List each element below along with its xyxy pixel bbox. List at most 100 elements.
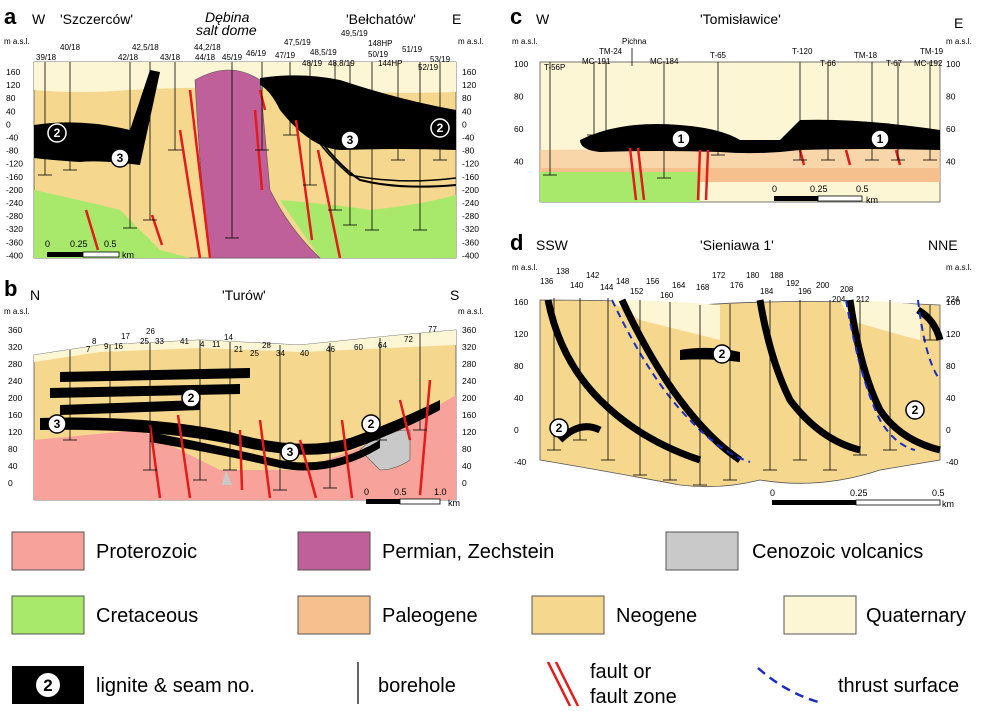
svg-text:Cretaceous: Cretaceous [96, 605, 198, 627]
svg-text:1: 1 [877, 132, 884, 146]
c-bh-10: TM-19 [920, 47, 944, 56]
b-bh-18: 60 [354, 343, 363, 352]
svg-text:Quaternary: Quaternary [866, 605, 966, 627]
c-bh-2: TM-24 [599, 47, 623, 56]
panel-a-tick-left: -320 [6, 224, 23, 234]
d-bh-16: 192 [786, 279, 800, 288]
panel-b-tick-right: 120 [462, 427, 476, 437]
b-scale-km: km [448, 498, 460, 508]
panel-b-tick-right: 320 [462, 342, 476, 352]
d-scale-2: 0.5 [932, 488, 945, 498]
b-bh-0: 7 [86, 345, 91, 354]
a-bh-b12: 144HP [378, 59, 402, 68]
panel-a-tick-left: 80 [6, 93, 16, 103]
panel-a-tick-left: -240 [6, 198, 23, 208]
svg-text:fault zone: fault zone [590, 686, 677, 708]
panel-a-tick-right: -160 [462, 172, 479, 182]
a-bh-t5: 51/19 [402, 45, 423, 54]
c-bh-9: T-67 [886, 59, 903, 68]
legend-item: Paleogene [297, 595, 478, 635]
a-bh-t3: 49,5/19 [341, 29, 368, 38]
b-scale-0: 0 [364, 487, 369, 497]
a-scale-0: 0 [45, 239, 50, 249]
panel-c-tick-left: 40 [514, 157, 524, 167]
panel-b-asl-left: m a.s.l. [4, 307, 30, 316]
a-bh-b3: 44,2/18 [194, 43, 221, 52]
b-bh-19: 64 [378, 341, 387, 350]
a-bh-b10: 48,8/19 [328, 59, 355, 68]
panel-d-tick-left: 120 [514, 329, 528, 339]
b-bh-3: 16 [114, 342, 123, 351]
b-bh-16: 40 [300, 349, 309, 358]
d-scale-km: km [942, 499, 954, 509]
panel-c-tick-left: 60 [514, 124, 524, 134]
a-scale-km: km [122, 250, 134, 260]
lignite-badge: 2 [43, 676, 52, 695]
panel-a-dome-1: Dębina [205, 9, 250, 25]
svg-text:2: 2 [54, 126, 61, 140]
panel-a-tick-left: -400 [6, 250, 23, 260]
a-bh-t4: 148HP [368, 39, 392, 48]
panel-a-tick-left: -160 [6, 172, 23, 182]
svg-text:Proterozoic: Proterozoic [96, 541, 197, 563]
panel-a-tick-right: -400 [462, 250, 479, 260]
panel-a-tick-left: 40 [6, 106, 16, 116]
c-seam-badge: 1 [870, 129, 890, 149]
panel-c-west: W [536, 11, 550, 27]
d-bh-9: 164 [672, 281, 686, 290]
c-bh-0: T-56P [544, 63, 565, 72]
a-scale-1: 0.25 [70, 239, 88, 249]
panel-c-title: 'Tomisławice' [700, 11, 781, 27]
b-scale-1: 0.5 [394, 487, 407, 497]
a-bh-t2: 47,5/19 [284, 38, 311, 47]
panel-a-tick-right: -280 [462, 211, 479, 221]
panel-c-east: E [954, 15, 963, 31]
c-scale-1: 0.25 [810, 184, 828, 194]
panel-a-tick-right: -360 [462, 237, 479, 247]
b-seam-badge: 2 [361, 414, 381, 434]
svg-text:2: 2 [437, 121, 444, 135]
c-bh-6: T-120 [792, 47, 813, 56]
svg-text:1: 1 [678, 132, 685, 146]
d-scale-1: 0.25 [850, 488, 868, 498]
panel-b-label: b [4, 276, 17, 301]
panel-a-dome-2: salt dome [196, 22, 257, 38]
svg-text:Permian, Zechstein: Permian, Zechstein [382, 541, 554, 563]
panel-d: d SSW 'Sieniawa 1' NNE m a.s.l. m a.s.l. [510, 230, 972, 509]
d-bh-5: 148 [616, 277, 630, 286]
b-bh-5: 25 [140, 337, 149, 346]
panel-d-tick-right: 120 [946, 329, 960, 339]
d-bh-22: 224 [946, 295, 960, 304]
legend-borehole: borehole [357, 662, 456, 704]
panel-c-label: c [510, 4, 522, 29]
a-bh-b0: 39/18 [36, 53, 57, 62]
d-bh-8: 160 [660, 291, 674, 300]
svg-text:fault or: fault or [590, 661, 651, 683]
panel-c-tick-left: 80 [514, 92, 524, 102]
legend-item: Cretaceous [11, 595, 198, 635]
panel-b-asl-right: m a.s.l. [458, 307, 484, 316]
d-bh-21: 212 [856, 295, 870, 304]
b-bh-14: 28 [262, 341, 271, 350]
b-bh-17: 46 [326, 345, 335, 354]
panel-c-tick-left: 100 [514, 59, 528, 69]
legend-thrust: thrust surface [757, 667, 959, 704]
svg-text:lignite & seam no.: lignite & seam no. [96, 675, 255, 697]
b-bh-10: 11 [212, 340, 221, 349]
c-seam-badge: 1 [671, 129, 691, 149]
c-bh-4: MC-184 [650, 57, 679, 66]
panel-a-tick-left: -200 [6, 185, 23, 195]
svg-text:2: 2 [556, 421, 563, 435]
a-bh-t6: 53/19 [430, 55, 451, 64]
b-bh-9: 4 [200, 340, 205, 349]
panel-c: c W 'Tomisławice' E m a.s.l. m a.s.l. [510, 4, 972, 205]
a-bh-b6: 46/19 [246, 49, 267, 58]
d-bh-20: 208 [840, 285, 854, 294]
d-bh-19: 204 [832, 295, 846, 304]
panel-b-tick-right: 200 [462, 393, 476, 403]
svg-text:3: 3 [287, 445, 294, 459]
a-bh-b9: 48/19 [302, 59, 323, 68]
panel-a-tick-right: -320 [462, 224, 479, 234]
d-scale-0: 0 [770, 488, 775, 498]
b-bh-15: 34 [276, 349, 285, 358]
